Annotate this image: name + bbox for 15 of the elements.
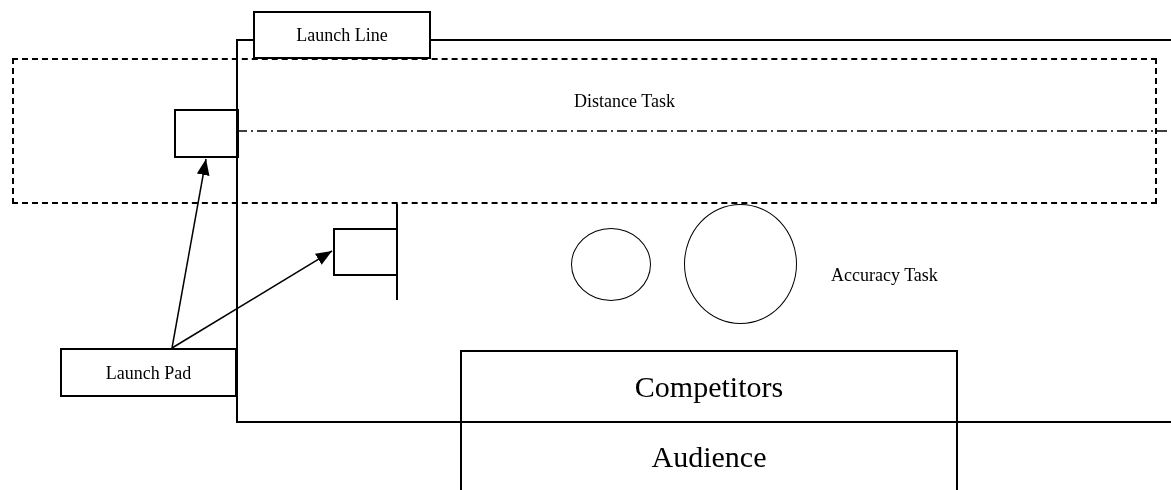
label-box [253,11,431,59]
label-box [60,348,237,397]
launch-pad-box [333,228,398,276]
area-label: Competitors [634,369,784,404]
arrow [171,158,210,349]
launch-pad-box [174,109,239,158]
box-label: Launch Line [296,24,388,46]
task-label: Accuracy Task [831,265,938,286]
box-label: Launch Pad [105,362,192,383]
seating-area [460,350,958,423]
area-label: Audience [651,440,767,474]
seating-area [460,421,958,490]
arrow [171,250,333,349]
zone-label: Distance Task [574,91,675,112]
distance-zone [12,58,1157,204]
